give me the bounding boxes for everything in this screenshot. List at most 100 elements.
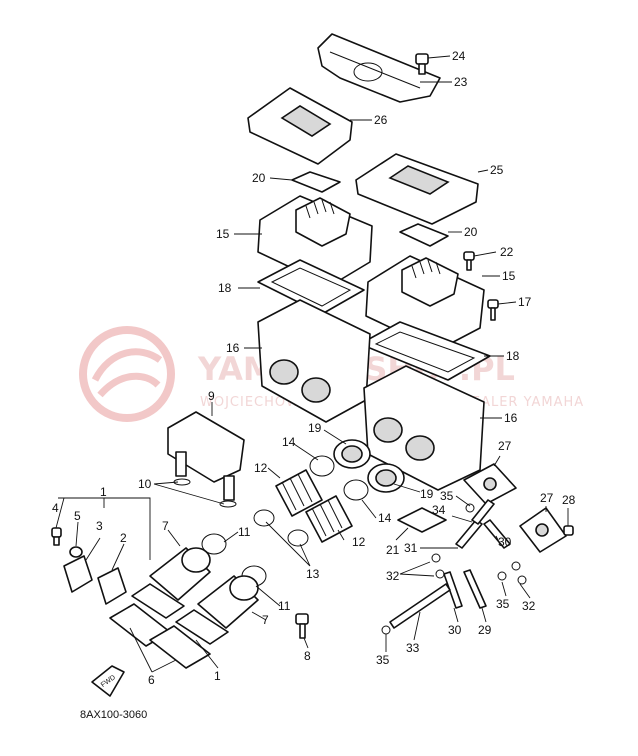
- part-30-hose-lower[interactable]: [443, 571, 463, 609]
- part-28-nut[interactable]: [563, 525, 574, 536]
- part-34-hose[interactable]: [471, 499, 495, 525]
- callout-17: 17: [518, 295, 532, 309]
- callout-14-upper: 14: [282, 435, 296, 449]
- callout-12-lower: 12: [352, 535, 366, 549]
- fwd-arrow-icon: FWD: [91, 665, 125, 697]
- part-35-clip-lower[interactable]: [381, 625, 391, 635]
- part-13-clamp-lower[interactable]: [287, 529, 309, 547]
- callout-35-lower: 35: [376, 653, 390, 667]
- part-32-clip-left[interactable]: [431, 553, 445, 579]
- callout-2: 2: [120, 531, 127, 545]
- callout-11-upper: 11: [238, 525, 251, 539]
- leader-lines: [55, 55, 569, 673]
- part-27-pump-lower[interactable]: [519, 507, 567, 553]
- part-5-nut[interactable]: [69, 546, 83, 558]
- part-25-filter-element[interactable]: [355, 153, 479, 225]
- callout-7-lower: 7: [262, 613, 269, 627]
- callout-24: 24: [452, 49, 466, 63]
- part-32-clip-right[interactable]: [511, 561, 527, 585]
- callout-7-upper: 7: [162, 519, 169, 533]
- part-35-clip-upper[interactable]: [465, 503, 475, 513]
- part-19-duct-upper[interactable]: [333, 439, 371, 469]
- callout-35-middle: 35: [496, 597, 510, 611]
- part-15-cover-left[interactable]: [257, 195, 373, 287]
- part-22-screw[interactable]: [463, 251, 475, 271]
- part-26-filter-element[interactable]: [247, 87, 353, 165]
- part-14-clamp-upper[interactable]: [309, 455, 335, 477]
- callout-31: 31: [404, 541, 418, 555]
- callout-1-upper: 1: [100, 485, 107, 499]
- callouts: 24 23 26 25 20 20 15 15 22 17 18 18 16 1…: [52, 49, 576, 687]
- callout-28: 28: [562, 493, 576, 507]
- part-20-pad-right[interactable]: [399, 223, 449, 247]
- part-6-gasket-lower[interactable]: [149, 625, 211, 669]
- part-19-duct-lower[interactable]: [367, 463, 405, 493]
- part-30-hose-upper[interactable]: [483, 519, 511, 549]
- part-4-bolt[interactable]: [51, 527, 62, 546]
- part-13-clamp-upper[interactable]: [253, 509, 275, 527]
- part-16-airbox-left[interactable]: [257, 299, 371, 423]
- callout-18-left: 18: [218, 281, 232, 295]
- part-23-bracket[interactable]: [317, 33, 441, 103]
- callout-5: 5: [74, 509, 81, 523]
- part-17-screw[interactable]: [487, 299, 499, 321]
- part-24-bolt[interactable]: [415, 53, 429, 75]
- part-12-joint-upper[interactable]: [275, 469, 323, 517]
- part-29-hose[interactable]: [463, 569, 487, 609]
- part-9-joint-pipe[interactable]: [167, 411, 245, 501]
- callout-12-upper: 12: [254, 461, 268, 475]
- callout-1-lower: 1: [214, 669, 221, 683]
- callout-30-upper: 30: [498, 535, 512, 549]
- callout-23: 23: [454, 75, 468, 89]
- diagram-code: 8AX100-3060: [80, 709, 147, 721]
- part-7-carb-joint-lower[interactable]: [197, 575, 259, 629]
- callout-15-right: 15: [502, 269, 516, 283]
- callout-15-left: 15: [216, 227, 230, 241]
- callout-27-upper: 27: [498, 439, 512, 453]
- callout-3: 3: [96, 519, 103, 533]
- part-12-joint-lower[interactable]: [305, 495, 353, 543]
- callout-4: 4: [52, 501, 59, 515]
- part-1-reed-assembly-upper[interactable]: [131, 583, 185, 619]
- part-2-reed-valve[interactable]: [97, 567, 127, 605]
- callout-32-right: 32: [522, 599, 536, 613]
- part-11-clamp-upper[interactable]: [201, 533, 227, 555]
- watermark-logo: [79, 326, 175, 422]
- part-1-reed-assembly-lower[interactable]: [175, 609, 229, 645]
- callout-33: 33: [406, 641, 420, 655]
- callout-19-lower: 19: [420, 487, 434, 501]
- part-14-clamp-lower[interactable]: [343, 479, 369, 501]
- callout-13: 13: [306, 567, 320, 581]
- callout-27-lower: 27: [540, 491, 554, 505]
- callout-11-lower: 11: [278, 599, 291, 613]
- callout-25: 25: [490, 163, 504, 177]
- callout-20-left: 20: [252, 171, 266, 185]
- callout-29: 29: [478, 623, 492, 637]
- part-27-pump-upper[interactable]: [463, 463, 517, 505]
- part-7-carb-joint-upper[interactable]: [149, 547, 211, 601]
- callout-18-right: 18: [506, 349, 520, 363]
- callout-32-left: 32: [386, 569, 400, 583]
- callout-35-upper: 35: [440, 489, 454, 503]
- callout-34: 34: [432, 503, 446, 517]
- callout-6: 6: [148, 673, 155, 687]
- callout-22: 22: [500, 245, 514, 259]
- part-35-clip-middle[interactable]: [497, 571, 507, 581]
- part-3-reed-valve[interactable]: [63, 555, 93, 593]
- part-8-screw[interactable]: [295, 613, 309, 639]
- part-20-pad-left[interactable]: [291, 171, 341, 193]
- callout-16-right: 16: [504, 411, 518, 425]
- part-21-sheet[interactable]: [397, 507, 447, 533]
- callout-21: 21: [386, 543, 400, 557]
- callout-19-upper: 19: [308, 421, 322, 435]
- callout-8: 8: [304, 649, 311, 663]
- callout-30-lower: 30: [448, 623, 462, 637]
- part-10-o-ring-lower[interactable]: [219, 500, 237, 508]
- callout-10: 10: [138, 477, 152, 491]
- callout-20-right: 20: [464, 225, 478, 239]
- part-31-hose[interactable]: [455, 519, 483, 549]
- callout-16-left: 16: [226, 341, 240, 355]
- callout-14-lower: 14: [378, 511, 392, 525]
- part-33-hose[interactable]: [389, 583, 451, 629]
